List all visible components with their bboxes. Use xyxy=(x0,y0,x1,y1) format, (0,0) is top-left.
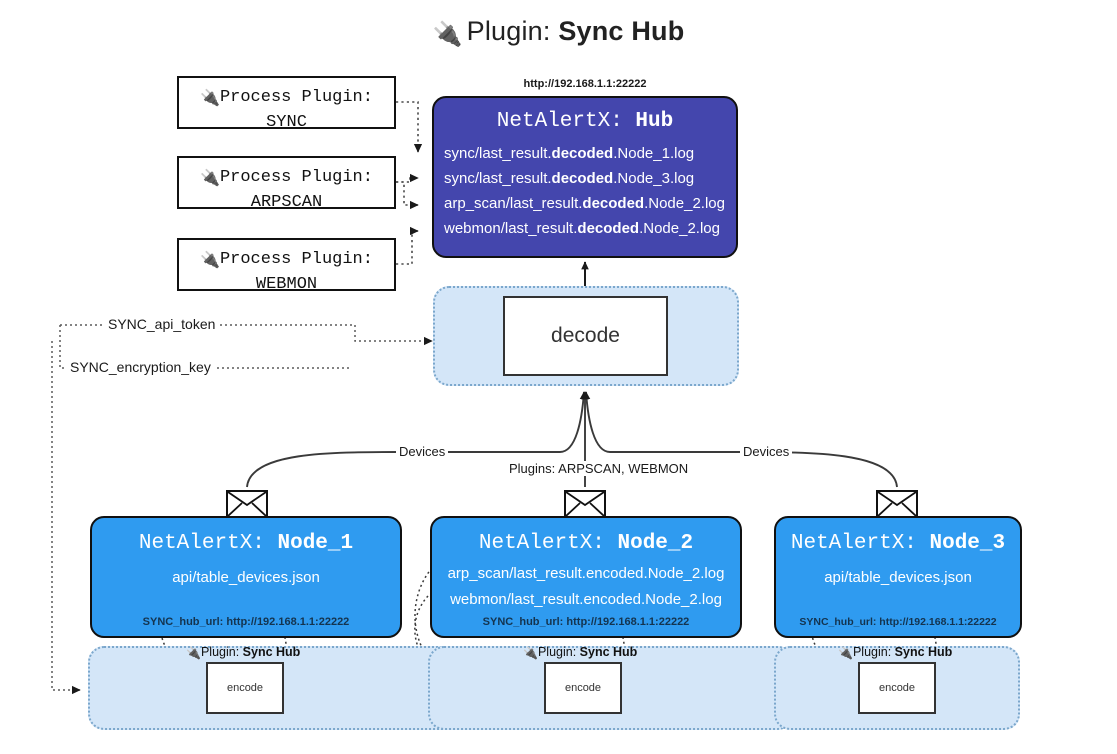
process-plugin-label: Process Plugin: xyxy=(219,250,373,269)
node-file: arp_scan/last_result.encoded.Node_2.log xyxy=(447,565,725,582)
encode-tag-prefix: Plugin: xyxy=(537,645,580,659)
plug-icon: 🔌 xyxy=(838,646,853,660)
encode-box-2[interactable]: encode xyxy=(544,662,622,714)
hub-log-list: sync/last_result.decoded.Node_1.log sync… xyxy=(434,141,736,241)
hub-log-row: webmon/last_result.decoded.Node_2.log xyxy=(444,220,720,237)
encode-pool-tag-2: 🔌Plugin: Sync Hub xyxy=(523,645,637,660)
node-file-list: api/table_devices.json xyxy=(92,565,400,591)
edge-label-devices-right: Devices xyxy=(740,444,793,459)
plug-icon: 🔌 xyxy=(186,646,201,660)
encode-label: encode xyxy=(564,682,602,694)
plug-icon: 🔌 xyxy=(432,21,463,48)
node-file-list: arp_scan/last_result.encoded.Node_2.log … xyxy=(432,561,740,613)
node-file: webmon/last_result.encoded.Node_2.log xyxy=(450,591,722,608)
process-plugin-label: Process Plugin: xyxy=(219,168,373,187)
hub-log-row: sync/last_result.decoded.Node_1.log xyxy=(444,145,695,162)
plug-icon: 🔌 xyxy=(523,646,538,660)
node-title: NetAlertX: Node_1 xyxy=(138,532,354,555)
node-title: NetAlertX: Node_2 xyxy=(478,532,694,555)
encode-box-1[interactable]: encode xyxy=(206,662,284,714)
encode-pool-tag-3: 🔌Plugin: Sync Hub xyxy=(838,645,952,660)
node-hub-url: SYNC_hub_url: http://192.168.1.1:22222 xyxy=(799,616,997,628)
edge-label-plugins-center: Plugins: ARPSCAN, WEBMON xyxy=(506,461,692,476)
envelope-icon-node-1 xyxy=(226,490,268,518)
process-plugin-arpscan[interactable]: 🔌Process Plugin: ARPSCAN xyxy=(177,156,396,212)
decode-box[interactable]: decode xyxy=(503,296,668,376)
encode-tag-prefix: Plugin: xyxy=(200,645,243,659)
page-title: 🔌Plugin: Sync Hub xyxy=(0,16,1117,49)
plug-icon: 🔌 xyxy=(200,250,220,269)
envelope-icon-node-2 xyxy=(564,490,606,518)
node-box-1[interactable]: NetAlertX: Node_1 api/table_devices.json… xyxy=(90,516,402,638)
decode-label: decode xyxy=(551,324,620,347)
hub-box[interactable]: NetAlertX: Hub sync/last_result.decoded.… xyxy=(432,96,738,258)
encode-label: encode xyxy=(878,682,916,694)
node-hub-url: SYNC_hub_url: http://192.168.1.1:22222 xyxy=(142,616,350,628)
encode-tag-name: Sync Hub xyxy=(579,645,638,659)
node-file: api/table_devices.json xyxy=(172,569,320,586)
node-title: NetAlertX: Node_3 xyxy=(790,532,1006,555)
edge-label-devices-left: Devices xyxy=(396,444,449,459)
encode-box-3[interactable]: encode xyxy=(858,662,936,714)
process-plugin-label: Process Plugin: xyxy=(219,88,373,107)
process-plugin-name: SYNC xyxy=(266,113,307,132)
encode-label: encode xyxy=(226,682,264,694)
process-plugin-name: WEBMON xyxy=(255,275,318,294)
page-title-name: Sync Hub xyxy=(558,16,685,46)
node-box-3[interactable]: NetAlertX: Node_3 api/table_devices.json… xyxy=(774,516,1022,638)
process-plugin-name: ARPSCAN xyxy=(250,193,323,212)
process-plugin-sync[interactable]: 🔌Process Plugin: SYNC xyxy=(177,76,396,132)
hub-url-label: http://192.168.1.1:22222 xyxy=(523,78,647,90)
encode-tag-prefix: Plugin: xyxy=(852,645,895,659)
node-file: api/table_devices.json xyxy=(824,569,972,586)
plug-icon: 🔌 xyxy=(200,88,220,107)
node-hub-url: SYNC_hub_url: http://192.168.1.1:22222 xyxy=(482,616,690,628)
encode-tag-name: Sync Hub xyxy=(242,645,301,659)
page-title-prefix: Plugin: xyxy=(466,16,559,46)
node-file-list: api/table_devices.json xyxy=(776,565,1020,591)
hub-log-row: arp_scan/last_result.decoded.Node_2.log xyxy=(444,195,725,212)
envelope-icon-node-3 xyxy=(876,490,918,518)
node-box-2[interactable]: NetAlertX: Node_2 arp_scan/last_result.e… xyxy=(430,516,742,638)
secret-label-encryption-key: SYNC_encryption_key xyxy=(66,359,215,375)
hub-log-row: sync/last_result.decoded.Node_3.log xyxy=(444,170,695,187)
process-plugin-webmon[interactable]: 🔌Process Plugin: WEBMON xyxy=(177,238,396,294)
plug-icon: 🔌 xyxy=(200,168,220,187)
hub-title: NetAlertX: Hub xyxy=(496,110,674,133)
secret-label-api-token: SYNC_api_token xyxy=(104,316,220,332)
encode-tag-name: Sync Hub xyxy=(894,645,953,659)
encode-pool-tag-1: 🔌Plugin: Sync Hub xyxy=(186,645,300,660)
